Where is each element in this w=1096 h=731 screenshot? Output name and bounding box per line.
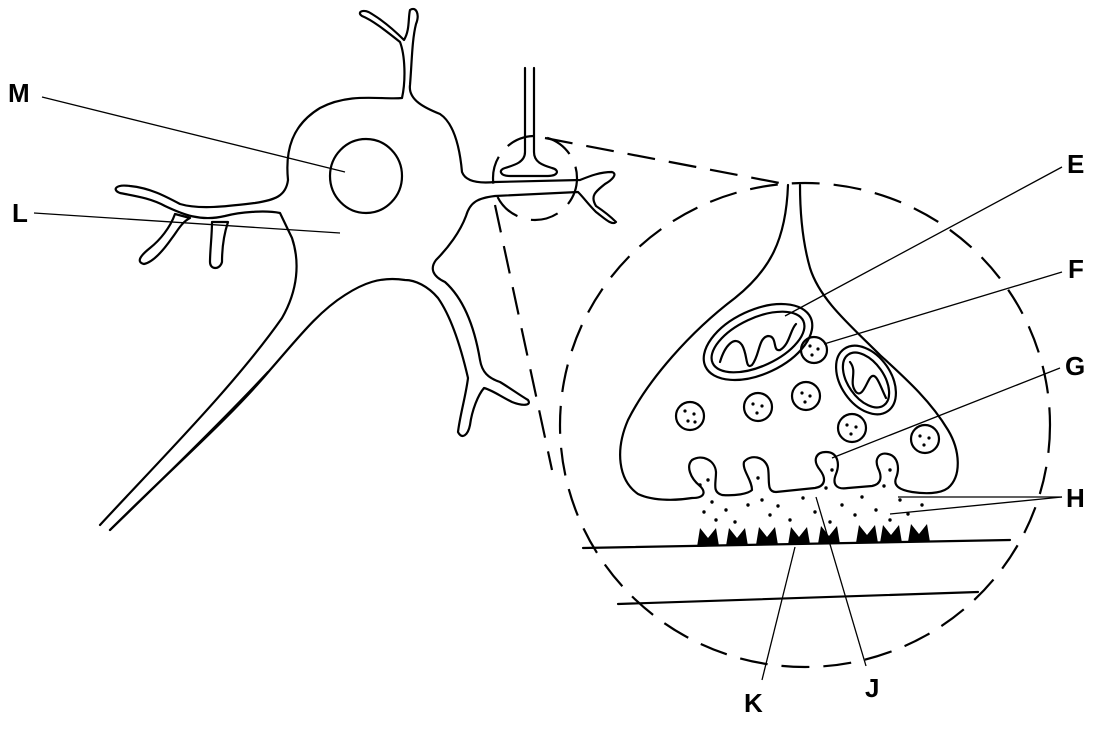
leader-M	[42, 97, 345, 172]
neuron	[100, 9, 616, 530]
label-M: M	[8, 78, 30, 108]
leader-H-2	[890, 497, 1062, 514]
label-K: K	[744, 688, 763, 718]
label-J: J	[865, 673, 879, 703]
leader-K	[762, 547, 795, 680]
synaptic-knob-outline	[620, 185, 958, 500]
neuron-axon-edge	[110, 372, 268, 530]
label-L: L	[12, 198, 28, 228]
synapse-magnified-circle	[560, 183, 1050, 667]
synaptic-vesicles	[676, 337, 939, 453]
label-F: F	[1068, 254, 1084, 284]
leader-E	[785, 167, 1062, 316]
leader-lines	[34, 97, 1062, 680]
leader-J	[816, 497, 866, 666]
nucleus	[330, 139, 402, 213]
label-H: H	[1066, 483, 1085, 513]
leader-F	[824, 272, 1062, 344]
zoom-line-top	[545, 138, 790, 185]
label-G: G	[1065, 351, 1085, 381]
presynaptic-axon	[501, 68, 557, 176]
neuron-outline-upper	[100, 9, 616, 530]
postsynaptic-membrane	[583, 524, 1010, 604]
synaptic-knob	[620, 185, 958, 524]
postsynaptic-membrane-bottom	[618, 592, 978, 604]
zoom-line-bottom	[495, 205, 552, 470]
neuron-dendrite-branch-2	[210, 222, 228, 268]
label-E: E	[1067, 149, 1084, 179]
mitochondrion-2	[824, 335, 909, 426]
